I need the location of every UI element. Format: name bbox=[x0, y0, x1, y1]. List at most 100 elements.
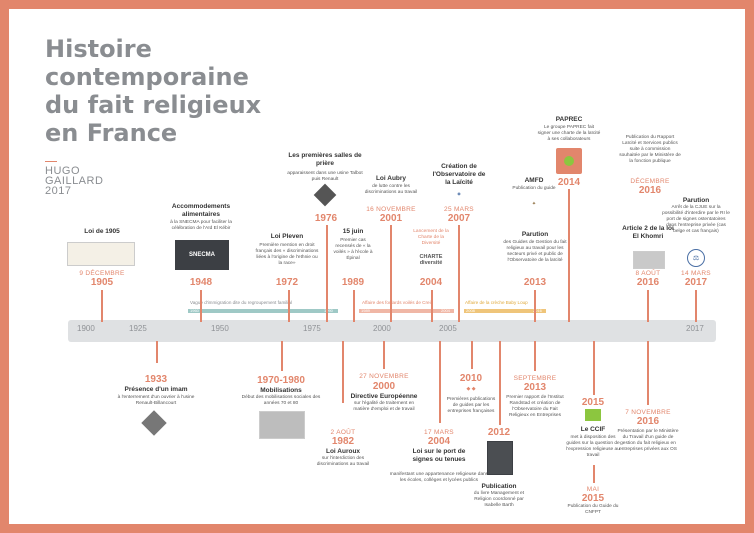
timeline-bar bbox=[68, 320, 716, 342]
event-1982-title: Loi Auroux bbox=[325, 448, 361, 455]
event-1948-stem bbox=[200, 290, 202, 322]
event-1905-title: Loi de 1905 bbox=[84, 228, 120, 235]
event-2010-desc: Premières publications de guides par les… bbox=[446, 397, 496, 414]
band-babyloup bbox=[464, 309, 546, 313]
event-2004b-desc: manifestant une appartenance religieuse … bbox=[389, 472, 489, 483]
event-2017-desc: Arrêt de la CJUE sur la possibilité d'in… bbox=[662, 205, 730, 234]
event-1948-desc: à la SNECMA pour faciliter la célébratio… bbox=[170, 220, 232, 231]
event-2007-date: 25 MARS bbox=[444, 206, 474, 213]
event-2016c-year: 2016 bbox=[636, 416, 660, 427]
event-1972-desc: Première mention en droit français des «… bbox=[255, 243, 319, 266]
event-2013a-desc: des Guides de Gestion du fait religieux … bbox=[503, 240, 567, 263]
tick-1975: 1975 bbox=[303, 324, 321, 333]
event-2001-year: 2001 bbox=[379, 213, 403, 224]
event-1905-stem bbox=[101, 290, 103, 322]
event-1972-year: 1972 bbox=[275, 277, 299, 288]
event-1948-title: Accommodements alimentaires bbox=[171, 203, 231, 218]
event-2013b-year: 2013 bbox=[523, 382, 547, 393]
event-2014-stem bbox=[568, 189, 570, 322]
band-immigration bbox=[188, 309, 338, 313]
tick-1900: 1900 bbox=[77, 324, 95, 333]
event-1982-desc: sur l'interdiction des discriminations a… bbox=[316, 456, 370, 467]
event-1972-title: Loi Pleven bbox=[270, 233, 304, 240]
event-2010-stem bbox=[471, 341, 473, 369]
event-2000-year: 2000 bbox=[372, 381, 396, 392]
event-1982-stem bbox=[342, 341, 344, 403]
charte-diversite-logo: CHARTE diversité bbox=[419, 254, 443, 266]
event-2017-title: Parution bbox=[682, 197, 710, 204]
event-2017-date: 14 MARS bbox=[681, 270, 711, 277]
event-2015b-date: MAI bbox=[586, 486, 600, 493]
event-2012-desc: du livre Management et Religion coordonn… bbox=[473, 491, 525, 508]
event-1982-year: 1982 bbox=[331, 436, 355, 447]
event-2007-title: Création de l'Observatoire de la Laïcité bbox=[432, 163, 486, 186]
event-2001-date: 16 NOVEMBRE bbox=[366, 206, 416, 213]
event-2016c-date: 7 NOVEMBRE bbox=[625, 409, 671, 416]
band-immigration-label: Vague d'immigration dite du regroupement… bbox=[190, 300, 292, 305]
imam-diamond-icon bbox=[141, 410, 167, 436]
event-2012-title: Publication bbox=[481, 483, 517, 490]
event-2013b-desc: Premier rapport de l'Institut Randstad e… bbox=[506, 395, 564, 418]
event-1989-desc: Premier cas recensés de « la voilés » à … bbox=[333, 238, 373, 261]
event-2010-year: 2010 bbox=[459, 373, 483, 384]
event-2014-year: 2014 bbox=[557, 177, 581, 188]
event-2015b-year: 2015 bbox=[581, 493, 605, 504]
event-1970-stem bbox=[281, 341, 283, 371]
entreprises-logos-icon: ◆ ◆ bbox=[466, 386, 476, 392]
event-2016a-date: 8 AOÛT bbox=[635, 270, 661, 277]
event-2004b-date: 17 MARS bbox=[424, 429, 454, 436]
band-babyloup-start: 2008 bbox=[466, 308, 475, 313]
event-1970-desc: Début des mobilisations sociales des ann… bbox=[241, 395, 321, 406]
event-2015a-title: Le CCIF bbox=[580, 426, 606, 433]
observatoire-laicite-logo-icon: ◉ bbox=[457, 190, 461, 196]
event-2016c-stem bbox=[647, 341, 649, 405]
event-2004a-year: 2004 bbox=[419, 277, 443, 288]
page-title: Histoire contemporaine du fait religieux… bbox=[45, 35, 262, 147]
event-2014-title: PAPREC bbox=[555, 116, 583, 123]
event-2013a-stem bbox=[534, 290, 536, 322]
event-1948-year: 1948 bbox=[189, 277, 213, 288]
event-2015a-desc: met à disposition des guides sur la ques… bbox=[566, 435, 620, 458]
event-2001-stem bbox=[390, 225, 392, 322]
event-2016b-desc: Publication du Rapport Laïcité et Servic… bbox=[619, 135, 681, 164]
event-2016a-stem bbox=[647, 290, 649, 322]
event-2013a-title: Parution bbox=[521, 231, 549, 238]
event-1933-desc: à l'enterrement d'un ouvrier à l'usine R… bbox=[117, 395, 195, 406]
event-2013b-stem bbox=[534, 341, 536, 371]
event-1933-title: Présence d'un imam bbox=[124, 386, 188, 393]
event-1970-title: Mobilisations bbox=[260, 387, 302, 394]
event-2000-date: 27 NOVEMBRE bbox=[359, 373, 409, 380]
event-2016a-year: 2016 bbox=[636, 277, 660, 288]
event-2016b-year: 2016 bbox=[638, 185, 662, 196]
band-immigration-end: 1990 bbox=[324, 308, 333, 313]
event-2013b-date: SEPTEMBRE bbox=[513, 375, 557, 382]
event-2004b-title: Loi sur le port de signes ou tenues bbox=[412, 448, 466, 463]
paprec-logo-icon bbox=[556, 148, 582, 174]
event-1976-desc: apparaissent dans une usine Talbot puis … bbox=[287, 171, 363, 182]
author-label: HUGO GAILLARD 2017 bbox=[45, 165, 104, 197]
event-1905-year: 1905 bbox=[90, 277, 114, 288]
event-1972-stem bbox=[288, 290, 290, 322]
event-2012-year: 2012 bbox=[487, 427, 511, 438]
author-divider bbox=[45, 161, 57, 162]
event-2016b-date: DÉCEMBRE bbox=[630, 178, 670, 185]
tick-1950: 1950 bbox=[211, 324, 229, 333]
event-2017-stem bbox=[695, 290, 697, 322]
event-1933-stem bbox=[156, 341, 158, 363]
event-2004b-stem bbox=[439, 341, 441, 423]
band-creil bbox=[359, 309, 454, 313]
renault-logo-icon bbox=[313, 183, 337, 207]
event-2000-stem bbox=[383, 341, 385, 369]
ccif-logo-icon bbox=[585, 409, 601, 421]
event-1976-stem bbox=[326, 225, 328, 322]
event-2017-year: 2017 bbox=[684, 277, 708, 288]
event-2004a-desc: Lancement de la Charte de la Diversité bbox=[413, 229, 449, 246]
amfd-logo-icon: ✦ bbox=[531, 201, 537, 207]
snecma-image: SNECMA bbox=[175, 240, 229, 270]
event-2013c-title: AMFD bbox=[524, 177, 544, 184]
event-1989-year: 1989 bbox=[341, 277, 365, 288]
event-2015a-year: 2015 bbox=[581, 397, 605, 408]
event-1989-stem bbox=[353, 290, 355, 322]
event-1982-date: 2 AOÛT bbox=[330, 429, 356, 436]
cjue-emblem-icon: ⚖ bbox=[687, 249, 705, 267]
